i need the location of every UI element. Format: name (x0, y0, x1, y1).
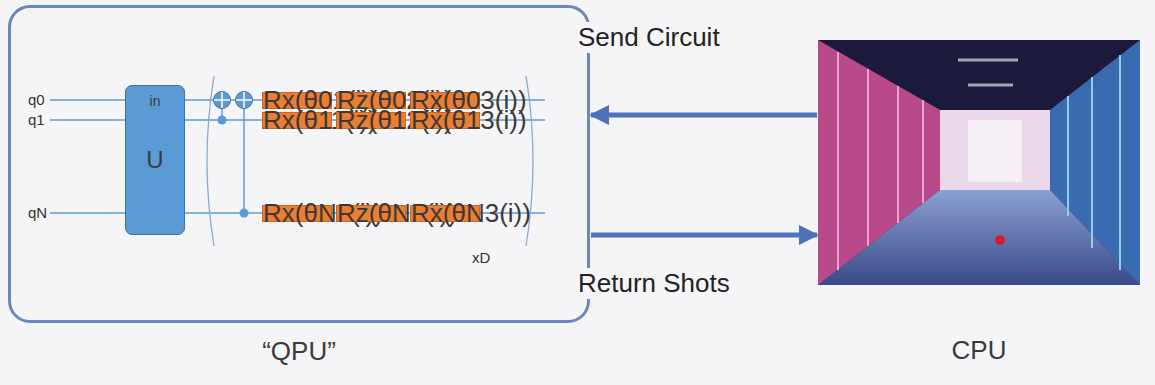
qubit-label: qN (28, 204, 47, 221)
qubit-label: q0 (28, 91, 45, 108)
gate-label: Rx(θN1(i)) (263, 198, 331, 229)
rotation-gate: Rx(θN1(i)) (262, 205, 332, 222)
gate-label: Rx(θ11(i)) (263, 105, 331, 136)
rack-lines (1068, 55, 1120, 270)
photo-ground (818, 40, 1140, 285)
rotation-gate: Rx(θ11(i)) (262, 112, 332, 129)
bracket (526, 76, 533, 246)
doorway (968, 120, 1022, 182)
flow-arrow (591, 113, 817, 118)
back-wall (940, 110, 1050, 190)
rotation-gate: Rx(θN3(i)) (410, 205, 480, 222)
cnot-plus (214, 92, 252, 108)
gate-label: Rz(θ12(i)) (337, 105, 405, 136)
rack-lines (838, 52, 923, 270)
rotation-gate: Rz(θ12(i)) (336, 112, 406, 129)
cpu-photo: CPU (818, 40, 1140, 285)
cnot-target (214, 92, 231, 109)
node-heading: CPU (818, 335, 1140, 366)
bracket (207, 76, 214, 246)
qubit-label: q1 (28, 111, 45, 128)
gate-label: Rx(θN3(i)) (411, 198, 479, 229)
unitary-block: Uin (125, 85, 185, 235)
rotation-gate: Rx(θ13(i)) (410, 112, 480, 129)
arrow-label: Return Shots (576, 268, 732, 299)
repeat-label: xD (472, 249, 490, 266)
control-dot (218, 116, 227, 125)
photo-group (818, 40, 1140, 285)
gate-label: Rx(θ13(i)) (411, 105, 479, 136)
control-dot (240, 209, 249, 218)
unitary-label: U (126, 146, 184, 174)
ceiling-lights (958, 60, 1018, 85)
gate-label: Rz(θN2(i)) (337, 198, 405, 229)
flow-arrow (591, 233, 817, 238)
floor-dot (995, 235, 1005, 245)
unitary-label: in (126, 93, 184, 109)
rotation-gate: Rz(θN2(i)) (336, 205, 406, 222)
qpu-frame: “QPU”UinRx(θ01(i))Rz(θ02(i))Rx(θ03(i))Rx… (8, 5, 590, 323)
cnot-target (236, 92, 253, 109)
node-heading: “QPU” (11, 336, 587, 367)
cnot-line (243, 100, 245, 213)
arrow-label: Send Circuit (576, 22, 722, 53)
